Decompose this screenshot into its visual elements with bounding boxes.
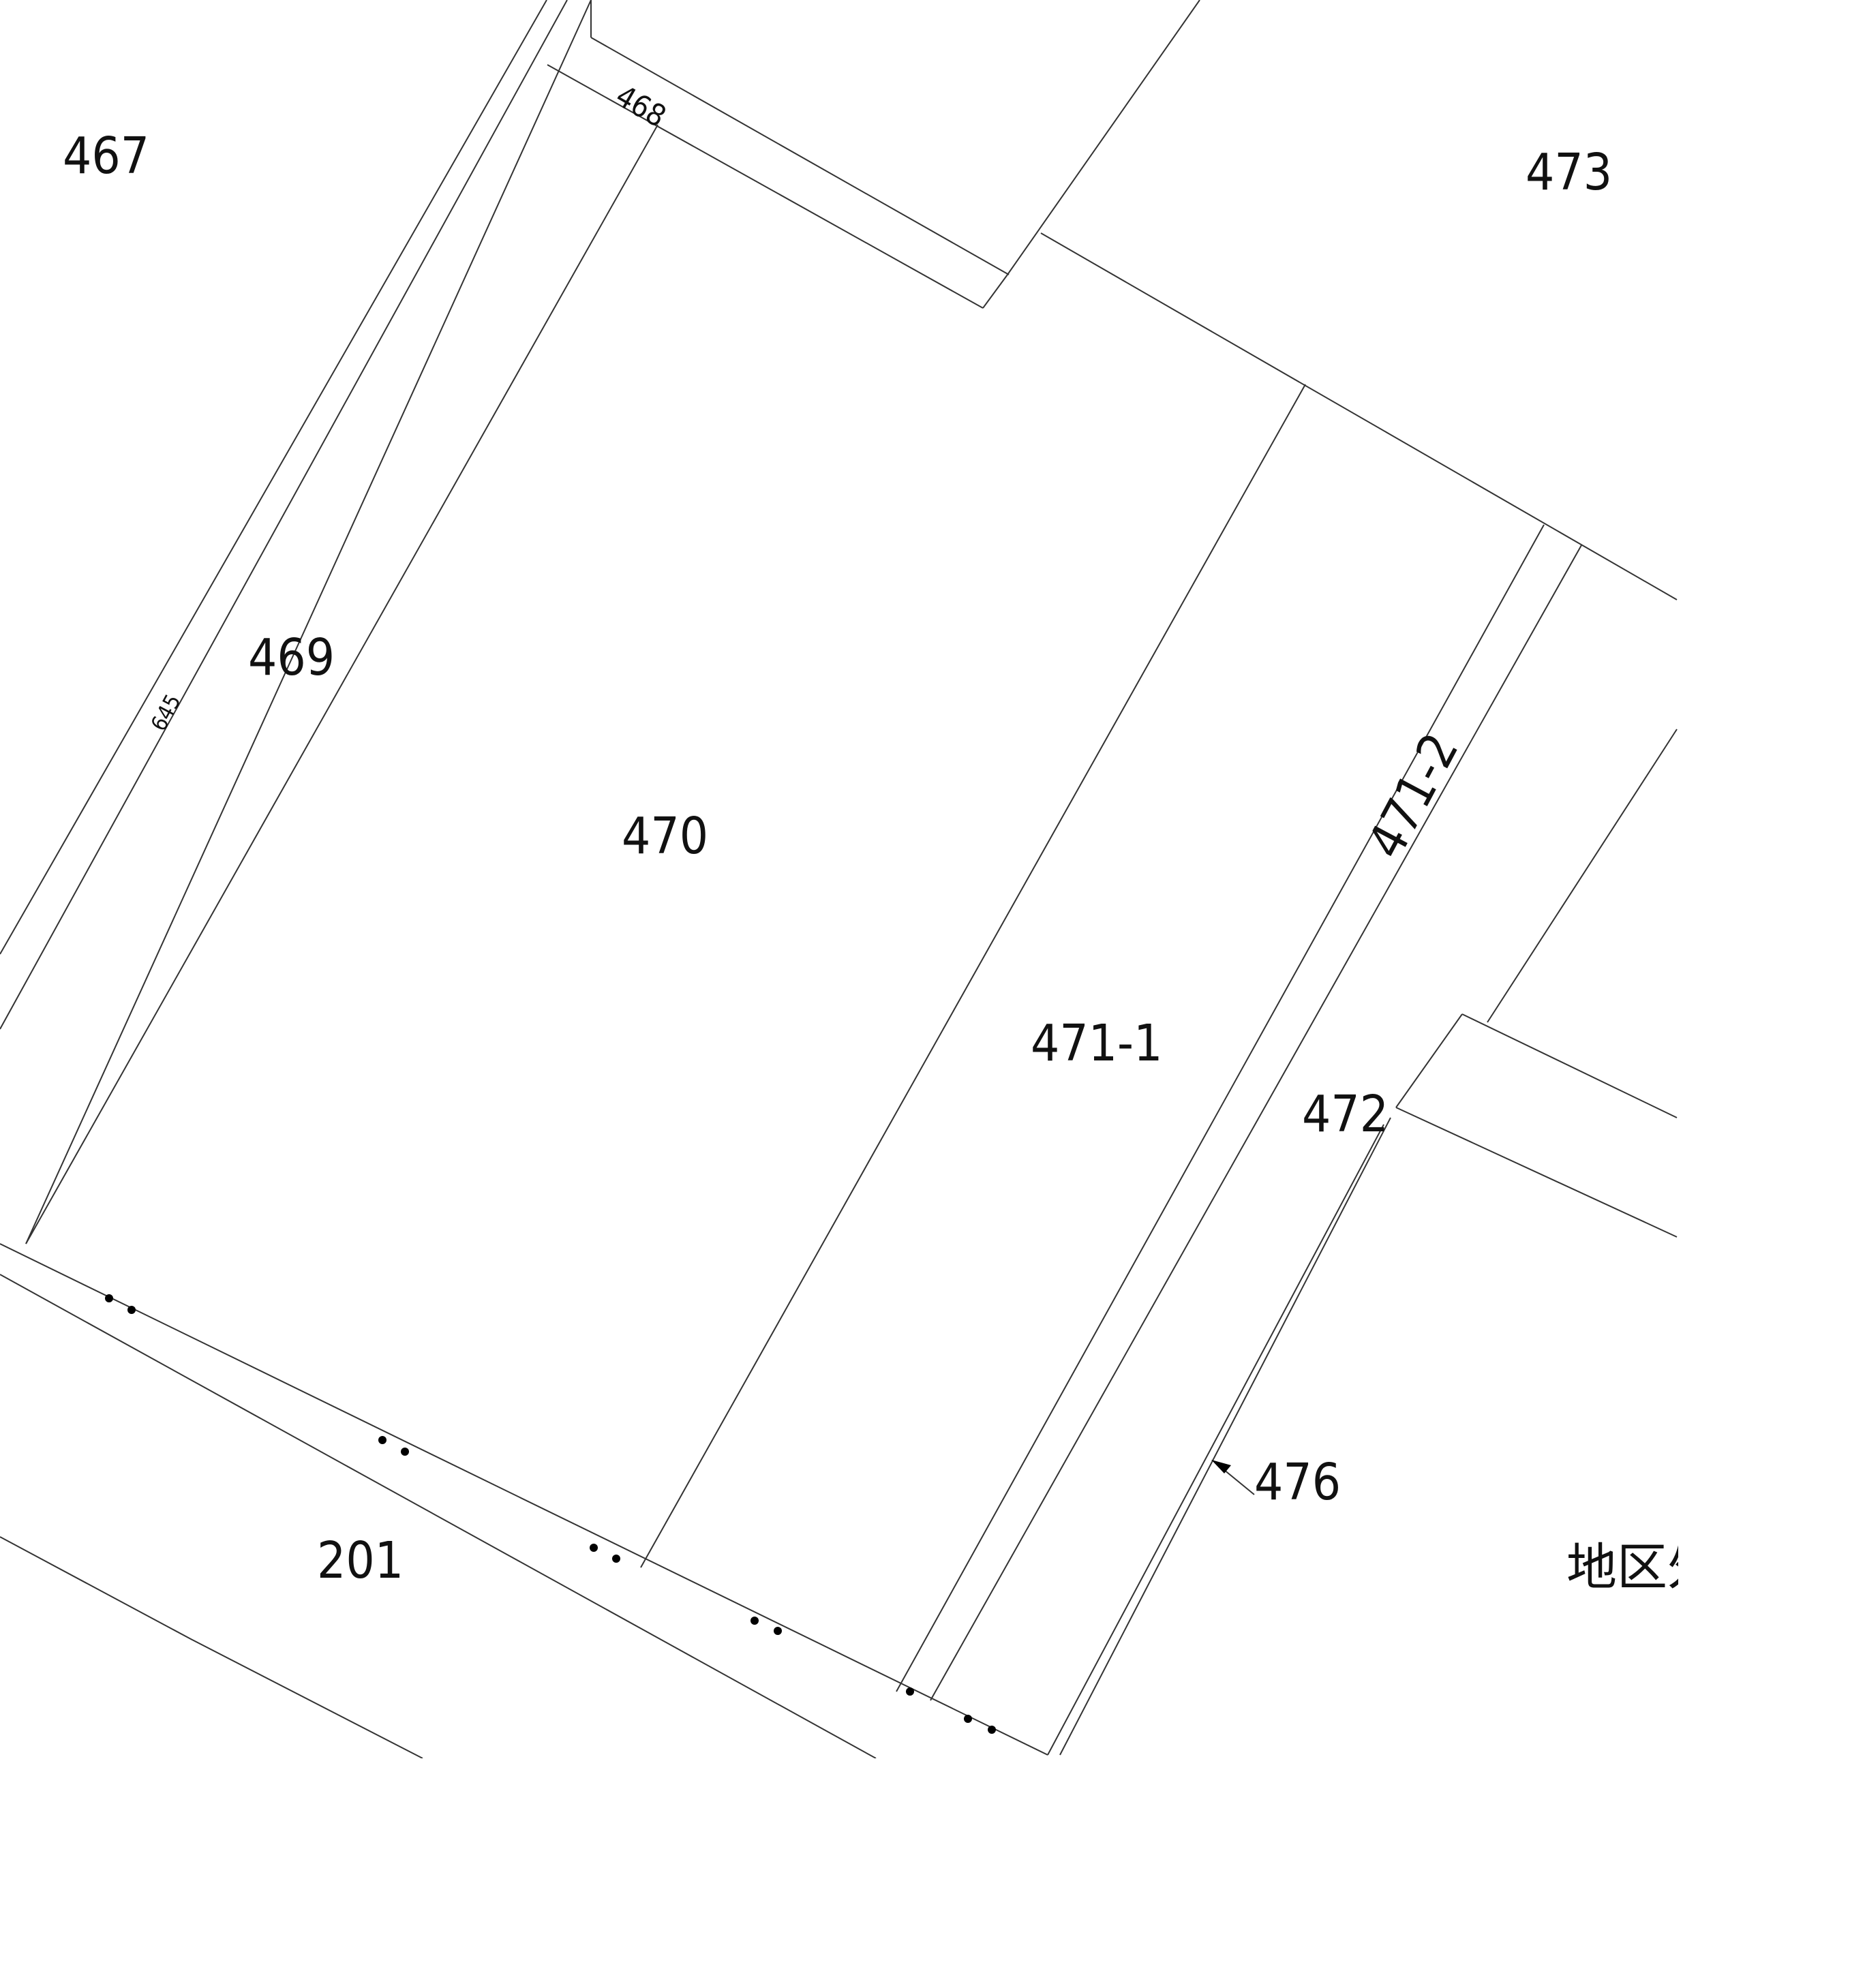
survey-point xyxy=(988,1726,996,1734)
parcel-label-476: 476 xyxy=(1254,1453,1341,1512)
parcel-label-645: 645 xyxy=(146,690,186,735)
survey-point xyxy=(774,1627,782,1635)
parcel-boundaries xyxy=(0,0,1678,1759)
survey-point xyxy=(750,1617,759,1625)
parcel-label-472: 472 xyxy=(1302,1085,1389,1144)
survey-point xyxy=(105,1294,113,1302)
survey-point xyxy=(612,1555,620,1563)
parcel-label-471-2: 471-2 xyxy=(1356,724,1470,868)
survey-point xyxy=(127,1306,136,1314)
parcel-label-473: 473 xyxy=(1526,143,1612,202)
leader-arrow-476 xyxy=(1211,1460,1255,1495)
arrow-head-icon xyxy=(1211,1460,1231,1473)
map-blank-area-bottom xyxy=(0,1758,1865,1988)
parcel-label-201: 201 xyxy=(317,1531,404,1590)
survey-point xyxy=(590,1544,598,1552)
survey-point xyxy=(401,1448,409,1456)
district-label: 地区外 xyxy=(1566,1538,1718,1597)
survey-point xyxy=(378,1436,386,1444)
survey-dots xyxy=(105,1294,996,1734)
parcel-label-468: 468 xyxy=(610,78,672,134)
parcel-labels: 467 468 473 469 645 470 471-1 471-2 472 … xyxy=(63,78,1612,1590)
parcel-label-467: 467 xyxy=(63,127,149,185)
parcel-label-469: 469 xyxy=(248,628,335,687)
parcel-label-471-1: 471-1 xyxy=(1031,1014,1162,1073)
survey-point xyxy=(906,1687,914,1696)
map-blank-area-right xyxy=(1678,0,1865,1758)
survey-point xyxy=(964,1715,972,1723)
parcel-label-470: 470 xyxy=(622,807,708,866)
